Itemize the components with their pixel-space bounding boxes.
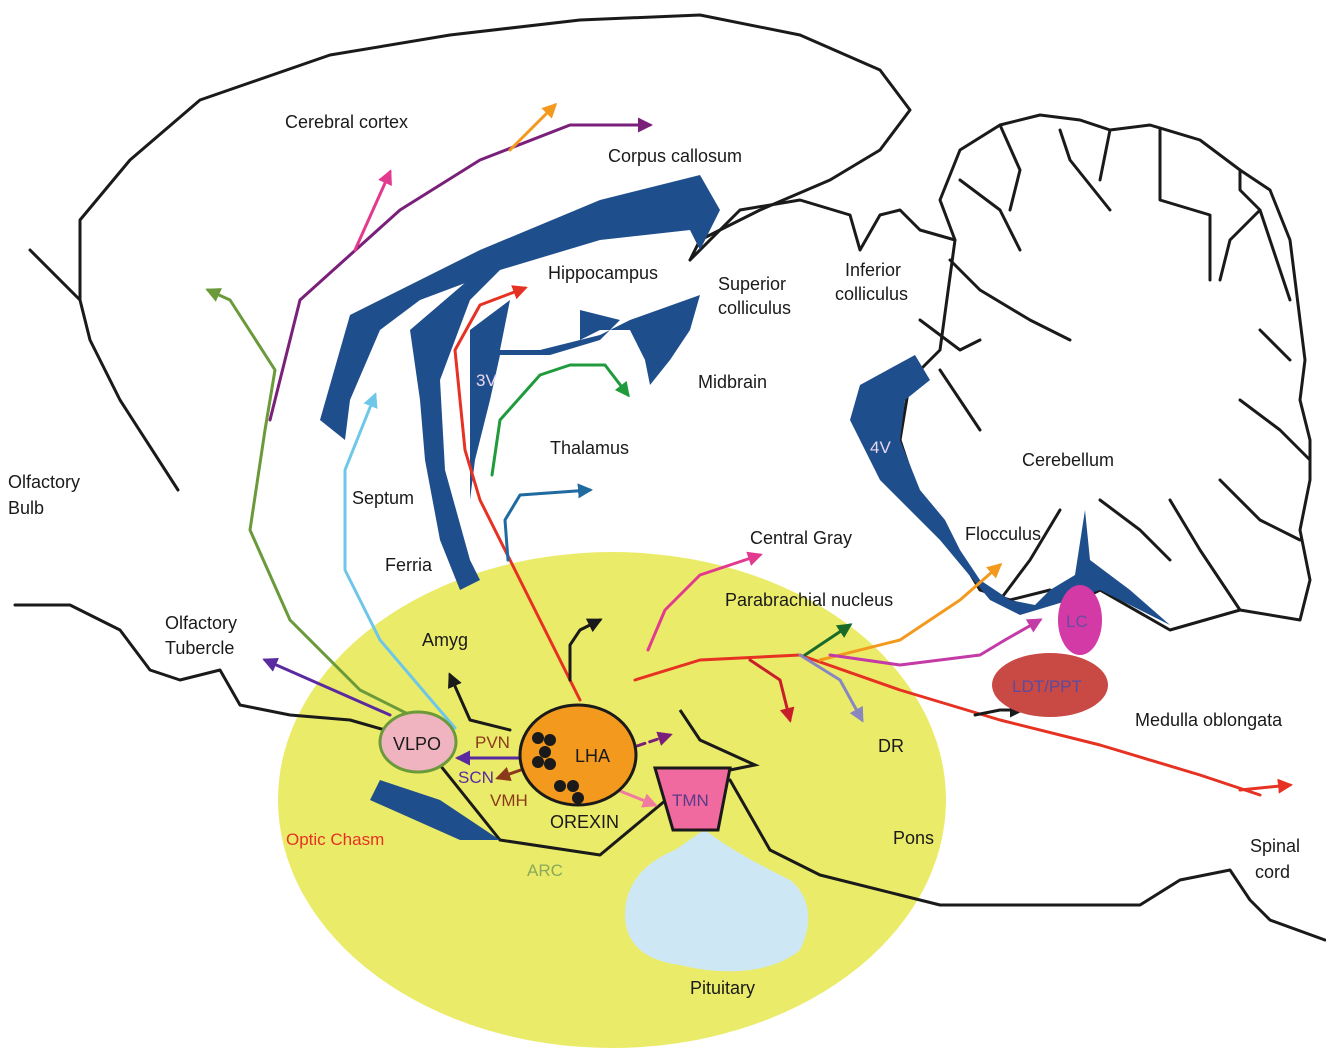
- olfactory-bulb-outline: [80, 300, 178, 490]
- corpus-callosum-outline: [690, 200, 955, 260]
- corpus-callosum-band: [320, 175, 720, 440]
- ldt-ppt-label: LDT/PPT: [1012, 677, 1082, 696]
- dr-label: DR: [878, 736, 904, 756]
- olfactory-tubercle-label-2: Tubercle: [165, 638, 234, 658]
- third-ventricle-label: 3V: [476, 371, 497, 390]
- olfactory-tubercle-label-1: Olfactory: [165, 613, 237, 633]
- midbrain-label: Midbrain: [698, 372, 767, 392]
- vmh-label: VMH: [490, 791, 528, 810]
- ferria-label: Ferria: [385, 555, 433, 575]
- orexin-label: OREXIN: [550, 812, 619, 832]
- optic-chasm-label: Optic Chasm: [286, 830, 384, 849]
- central-gray-label: Central Gray: [750, 528, 852, 548]
- orange-cortex-path: [510, 105, 555, 150]
- hippocampus-label: Hippocampus: [548, 263, 658, 283]
- third-ventricle: [470, 295, 700, 500]
- cerebellum-label: Cerebellum: [1022, 450, 1114, 470]
- green-thalamus-path: [492, 365, 628, 475]
- spinal-cord-label-2: cord: [1255, 862, 1290, 882]
- superior-colliculus-label-1: Superior: [718, 274, 786, 294]
- medulla-oblongata-label: Medulla oblongata: [1135, 710, 1283, 730]
- septum-label: Septum: [352, 488, 414, 508]
- lc-label: LC: [1066, 612, 1088, 631]
- corpus-callosum-label: Corpus callosum: [608, 146, 742, 166]
- pons-label: Pons: [893, 828, 934, 848]
- spinal-cord-label-1: Spinal: [1250, 836, 1300, 856]
- superior-colliculus-label-2: colliculus: [718, 298, 791, 318]
- parabrachial-nucleus-label: Parabrachial nucleus: [725, 590, 893, 610]
- pink-cortex-path: [355, 172, 390, 250]
- black-ldt-path: [975, 710, 1022, 715]
- olfactory-bulb-label-1: Olfactory: [8, 472, 80, 492]
- lha-label: LHA: [575, 746, 610, 766]
- fornix-band: [410, 250, 520, 590]
- pvn-label: PVN: [475, 733, 510, 752]
- inferior-colliculus-label-2: colliculus: [835, 284, 908, 304]
- amyg-label: Amyg: [422, 630, 468, 650]
- pituitary-label: Pituitary: [690, 978, 755, 998]
- tmn-label: TMN: [672, 791, 709, 810]
- vlpo-label: VLPO: [393, 734, 441, 754]
- arc-label: ARC: [527, 861, 563, 880]
- blue-midbrain-path: [505, 490, 590, 560]
- flocculus-label: Flocculus: [965, 524, 1041, 544]
- red-spinal-path: [1240, 785, 1290, 790]
- olfactory-bulb-label-2: Bulb: [8, 498, 44, 518]
- cerebral-cortex-label: Cerebral cortex: [285, 112, 408, 132]
- fourth-ventricle-label: 4V: [870, 438, 891, 457]
- thalamus-label: Thalamus: [550, 438, 629, 458]
- scn-label: SCN: [458, 768, 494, 787]
- inferior-colliculus-label-1: Inferior: [845, 260, 901, 280]
